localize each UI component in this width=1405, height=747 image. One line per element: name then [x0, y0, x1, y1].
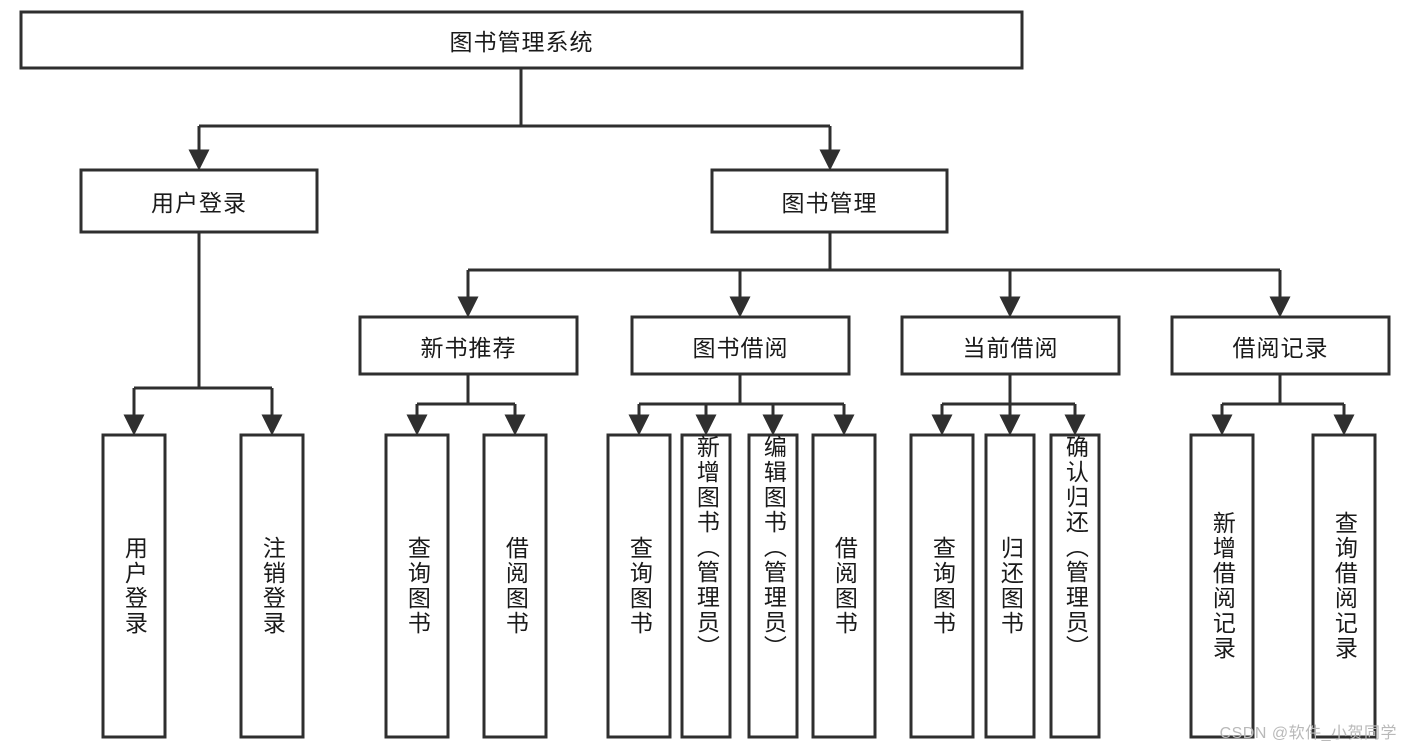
node-return-book[interactable] — [984, 433, 1036, 739]
node-book-management-system[interactable] — [19, 10, 1024, 70]
node-add-book[interactable] — [680, 433, 732, 739]
node-borrow-record[interactable] — [1170, 315, 1391, 376]
node-user-logout[interactable] — [239, 433, 305, 739]
node-add-borrow-record[interactable] — [1189, 433, 1255, 739]
node-user-login-do[interactable] — [101, 433, 167, 739]
node-query-book-3[interactable] — [909, 433, 975, 739]
node-query-book-2[interactable] — [606, 433, 672, 739]
node-new-book-recommend[interactable] — [358, 315, 579, 376]
node-edit-book[interactable] — [747, 433, 799, 739]
node-query-book-1[interactable] — [384, 433, 450, 739]
node-borrow-book-2[interactable] — [811, 433, 877, 739]
node-borrow-book-1[interactable] — [482, 433, 548, 739]
node-book-manage[interactable] — [710, 168, 949, 234]
node-confirm-return[interactable] — [1049, 433, 1101, 739]
node-user-login[interactable] — [79, 168, 319, 234]
node-current-borrow[interactable] — [900, 315, 1121, 376]
node-book-borrow[interactable] — [630, 315, 851, 376]
node-query-borrow-record[interactable] — [1311, 433, 1377, 739]
